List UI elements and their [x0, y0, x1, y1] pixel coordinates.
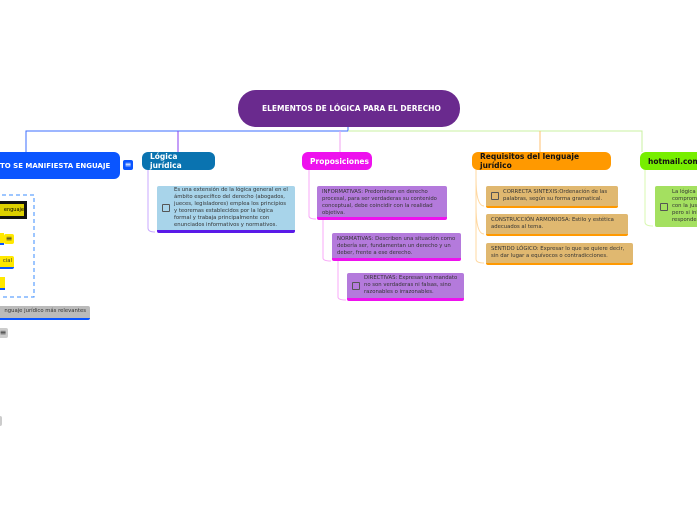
note-text: La lógica e comprome con la just pero si…	[672, 189, 697, 223]
topic-left[interactable]: TO SE MANIFIESTA ENGUAJE	[0, 152, 120, 179]
left-item-1-label: enguaje	[0, 204, 24, 216]
left-item-2[interactable]	[0, 233, 4, 245]
checkbox-icon[interactable]	[491, 192, 499, 200]
menu-icon[interactable]: ≡	[0, 416, 2, 426]
checkbox-icon[interactable]	[660, 202, 668, 211]
note-hotmail[interactable]: La lógica e comprome con la just pero si…	[655, 186, 697, 227]
note-text: DIRECTIVAS: Expresan un mandato no son v…	[364, 275, 458, 295]
central-topic[interactable]: ELEMENTOS DE LÓGICA PARA EL DERECHO	[238, 90, 460, 127]
topic-logica-juridica[interactable]: Lógica jurídica	[142, 152, 215, 170]
topic-left-title: TO SE MANIFIESTA ENGUAJE	[0, 161, 111, 170]
note-sintaxis[interactable]: CORRECTA SINTEXIS:Ordenación de las pala…	[486, 186, 618, 208]
note-informativas[interactable]: INFORMATIVAS: Predominan en derecho proc…	[317, 186, 447, 220]
topic-requisitos-title: Requisitos del lenguaje jurídico	[480, 152, 580, 170]
topic-logica-title: Lógica jurídica	[150, 152, 182, 170]
checkbox-icon[interactable]	[162, 204, 170, 212]
note-text: INFORMATIVAS: Predominan en derecho proc…	[322, 189, 437, 216]
menu-icon[interactable]: ≡	[123, 160, 133, 170]
note-directivas[interactable]: DIRECTIVAS: Expresan un mandato no son v…	[347, 273, 464, 301]
note-armoniosa[interactable]: CONSTRUCCIÓN ARMONIOSA: Estilo y estétic…	[486, 214, 628, 236]
topic-proposiciones[interactable]: Proposiciones	[302, 152, 372, 170]
note-sentido[interactable]: SENTIDO LÓGICO: Expresar lo que se quier…	[486, 243, 633, 265]
note-text: Es una extensión de la lógica general en…	[174, 187, 288, 228]
checkbox-icon[interactable]	[352, 281, 360, 290]
left-item-5-label: nguaje jurídico más relevantes	[4, 308, 86, 314]
topic-requisitos[interactable]: Requisitos del lenguaje jurídico	[472, 152, 611, 170]
left-item-1[interactable]: enguaje	[0, 201, 27, 219]
left-item-3-label: cial	[2, 258, 12, 264]
note-text: CORRECTA SINTEXIS:Ordenación de las pala…	[503, 189, 608, 202]
topic-proposiciones-title: Proposiciones	[310, 156, 369, 166]
topic-hotmail[interactable]: hotmail.com	[640, 152, 697, 170]
left-item-5[interactable]: nguaje jurídico más relevantes	[0, 306, 90, 320]
note-logica[interactable]: Es una extensión de la lógica general en…	[157, 186, 295, 233]
left-item-4[interactable]	[0, 277, 5, 290]
left-item-3[interactable]: cial	[0, 256, 14, 269]
central-title: ELEMENTOS DE LÓGICA PARA EL DERECHO	[262, 104, 441, 113]
note-text: NORMATIVAS: Describen una situación como…	[337, 236, 456, 256]
topic-hotmail-title: hotmail.com	[648, 156, 697, 166]
note-text: CONSTRUCCIÓN ARMONIOSA: Estilo y estétic…	[491, 217, 614, 230]
menu-icon[interactable]: ≡	[4, 234, 14, 244]
menu-icon[interactable]: ≡	[0, 328, 8, 338]
note-normativas[interactable]: NORMATIVAS: Describen una situación como…	[332, 233, 461, 261]
note-text: SENTIDO LÓGICO: Expresar lo que se quier…	[491, 246, 625, 259]
